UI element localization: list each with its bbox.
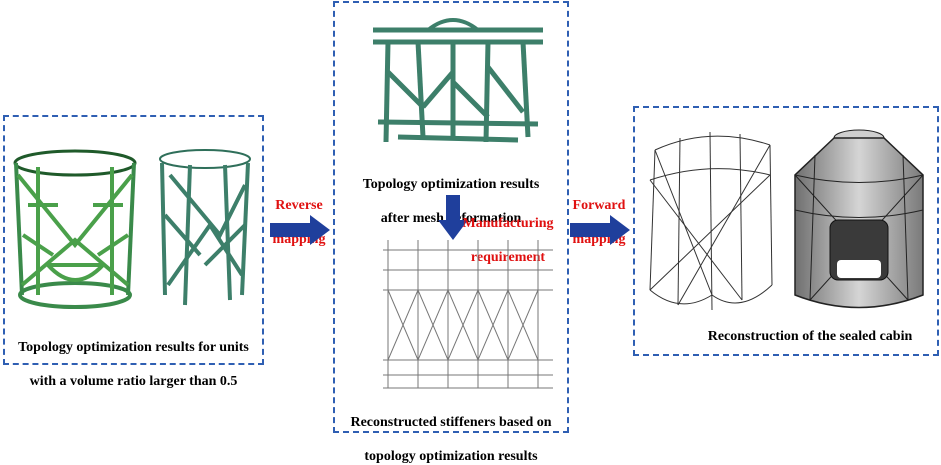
middle-top-caption: Topology optimization results after mesh… (333, 159, 569, 227)
forward-mapping-arrow (570, 215, 630, 245)
left-panel (3, 115, 264, 365)
left-caption-line2: with a volume ratio larger than 0.5 (29, 374, 238, 389)
forward-label-line1: Forward (572, 198, 626, 213)
topology-cylinder-illustration-2 (159, 149, 251, 306)
wireframe-cabin-illustration (649, 131, 773, 311)
left-caption-line1: Topology optimization results for units (18, 340, 249, 355)
middle-bottom-caption-line2: topology optimization results (364, 449, 538, 464)
topology-cylinder-illustration-1 (13, 149, 137, 309)
manufacturing-label-line1: Manufacturing (462, 216, 554, 231)
middle-bottom-caption-line1: Reconstructed stiffeners based on (350, 415, 552, 430)
middle-panel (333, 1, 569, 433)
reverse-mapping-arrow (270, 215, 330, 245)
mesh-deformation-illustration (373, 18, 543, 143)
left-caption: Topology optimization results for units … (3, 322, 264, 390)
reverse-label-line1: Reverse (275, 198, 323, 213)
middle-bottom-caption: Reconstructed stiffeners based on topolo… (333, 397, 569, 465)
middle-top-caption-line1: Topology optimization results (362, 177, 540, 192)
right-panel (633, 106, 939, 356)
manufacturing-arrow (438, 195, 468, 240)
sealed-cabin-illustration (794, 129, 924, 309)
right-caption: Reconstruction of the sealed cabin (707, 329, 913, 344)
reconstructed-stiffeners-illustration (383, 240, 553, 389)
